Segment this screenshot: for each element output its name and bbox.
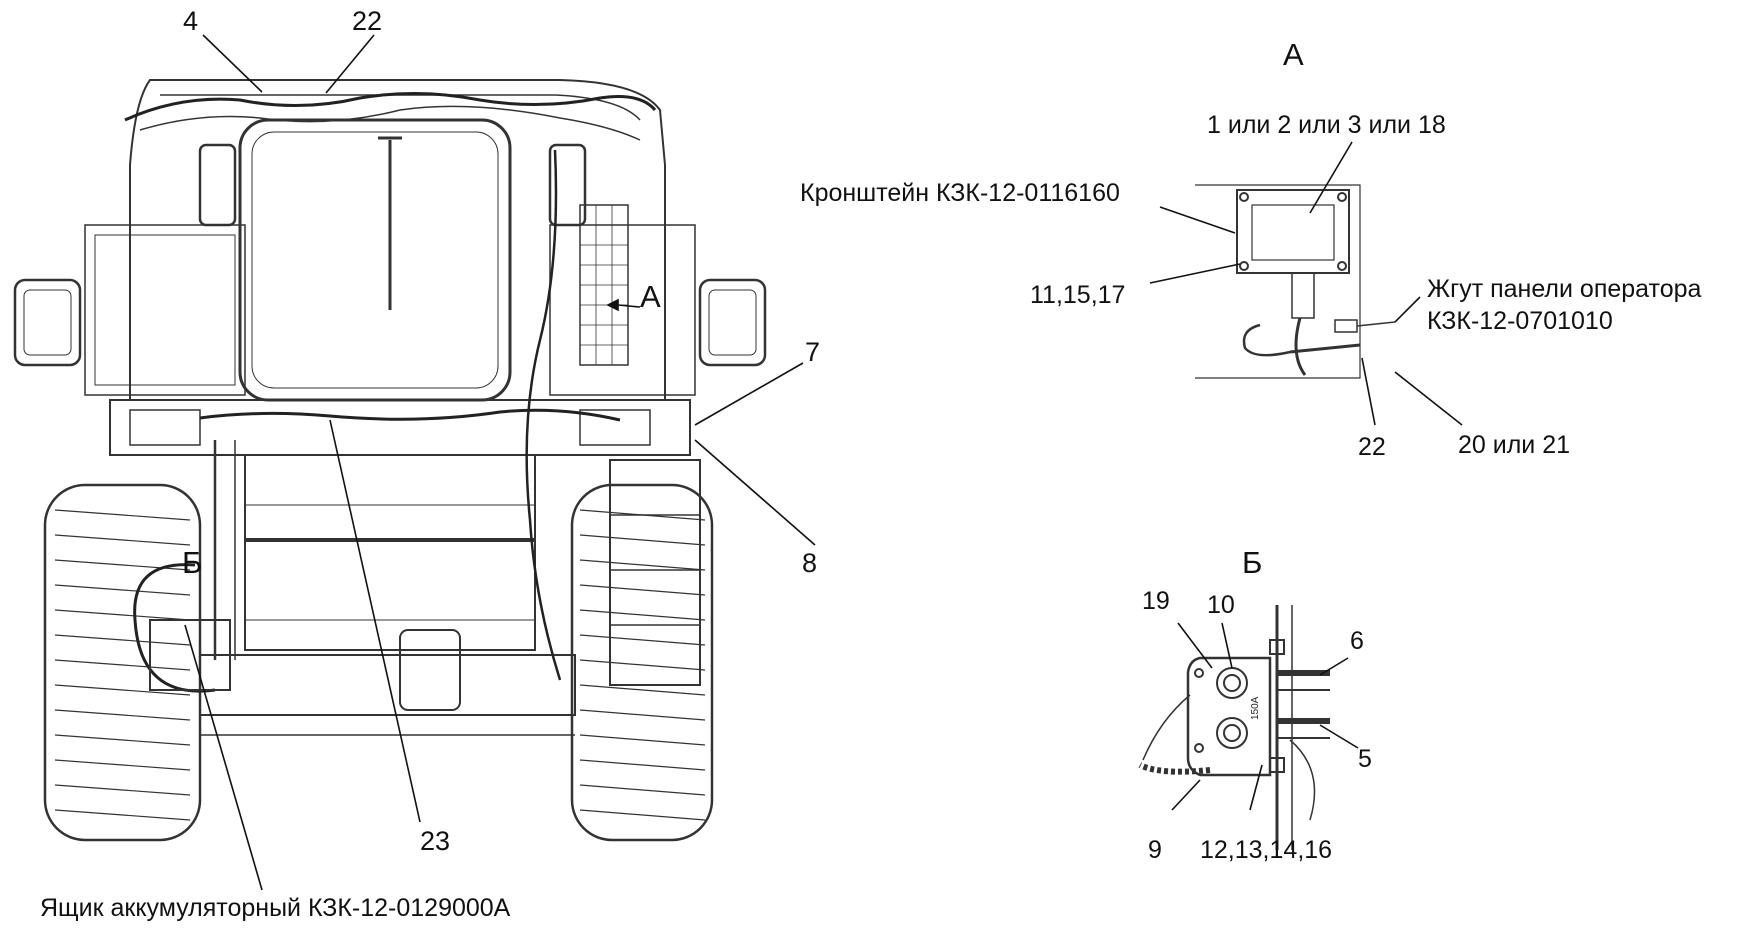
view-b-marker: Б	[182, 545, 203, 580]
fuse-marking: 150A	[1250, 696, 1261, 720]
callout-22-top: 22	[352, 6, 383, 36]
callout-9: 9	[1148, 836, 1162, 864]
callout-6: 6	[1350, 627, 1364, 655]
view-a-title: А	[1283, 37, 1304, 72]
callout-12-13-14-16: 12,13,14,16	[1200, 836, 1333, 864]
callout-5: 5	[1358, 745, 1372, 773]
left-wheel	[43, 483, 202, 842]
view-a-detail	[1195, 184, 1396, 379]
callout-23: 23	[420, 826, 451, 856]
callout-8: 8	[802, 548, 818, 578]
cab-windshield	[238, 118, 512, 402]
leader-lines-view-b	[1171, 622, 1359, 811]
view-b-detail	[1138, 605, 1330, 850]
view-b-title: Б	[1242, 545, 1263, 580]
harness-label-line2: КЗК-12-0701010	[1427, 307, 1613, 335]
leader-lines-main	[184, 34, 816, 891]
leader-lines-view-a	[1149, 141, 1463, 426]
callout-10: 10	[1207, 591, 1235, 619]
right-wheel	[570, 483, 714, 842]
fasteners-label: 11,15,17	[1030, 281, 1126, 309]
roof-harness	[124, 91, 657, 122]
callout-22-view-a: 22	[1358, 433, 1386, 461]
view-a-marker: А	[640, 279, 661, 314]
callout-4: 4	[183, 6, 199, 36]
unit-options-label: 1 или 2 или 3 или 18	[1207, 111, 1446, 139]
fuse-block	[1186, 656, 1272, 777]
callout-19: 19	[1142, 587, 1170, 615]
harness-label-line1: Жгут панели оператора	[1427, 275, 1702, 303]
callout-20-or-21: 20 или 21	[1458, 431, 1571, 459]
callout-7: 7	[805, 337, 821, 367]
bracket-label: Кронштейн КЗК-12-0116160	[800, 179, 1120, 207]
left-mirror	[198, 143, 237, 227]
battery-cable	[133, 563, 216, 693]
rear-harness	[199, 408, 621, 422]
battery-box-label: Ящик аккумуляторный КЗК-12-0129000А	[40, 894, 511, 922]
battery-box	[149, 619, 231, 691]
combine-rear-view	[13, 79, 767, 842]
